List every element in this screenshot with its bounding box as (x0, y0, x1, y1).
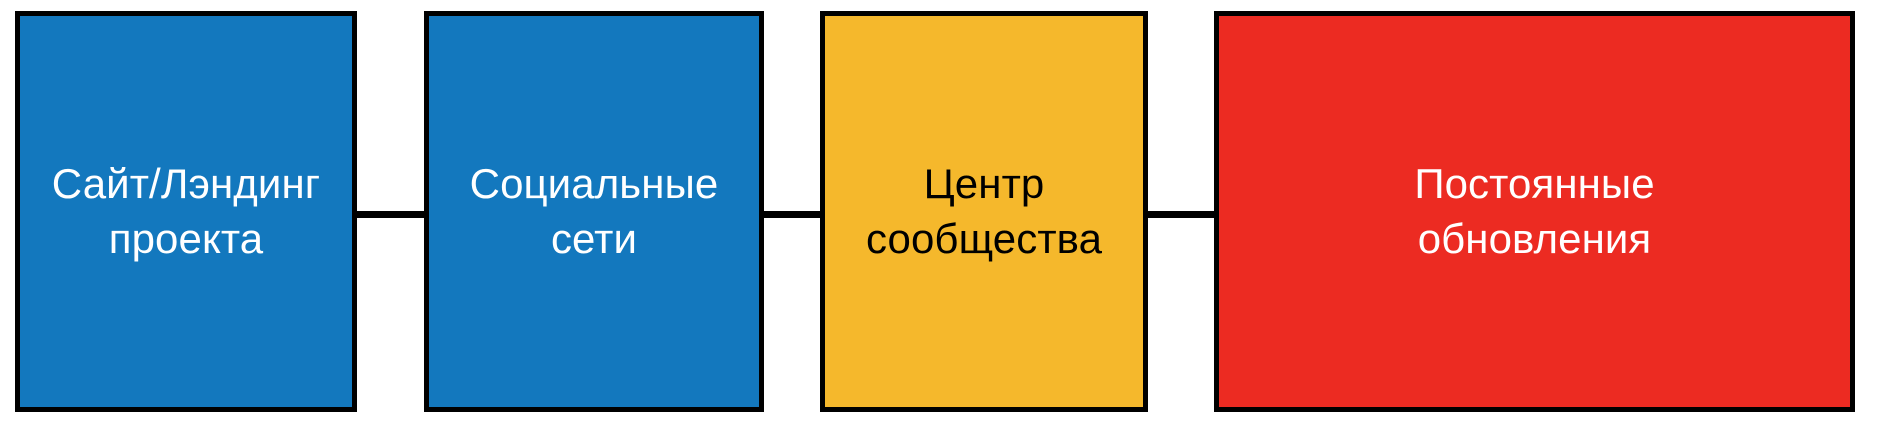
connector-node3-node4 (1147, 211, 1216, 218)
flow-node-label: Центр сообщества (865, 159, 1103, 262)
flow-node-site-landing[interactable]: Сайт/Лэндинг проекта (15, 11, 357, 412)
flow-node-label: Постоянные обновления (1414, 159, 1655, 262)
connector-node1-node2 (356, 211, 426, 218)
flow-node-constant-updates[interactable]: Постоянные обновления (1214, 11, 1855, 412)
connector-node2-node3 (763, 211, 822, 218)
flow-node-social-networks[interactable]: Социальные сети (424, 11, 764, 412)
flow-node-label: Сайт/Лэндинг проекта (51, 159, 321, 262)
flow-node-community-center[interactable]: Центр сообщества (820, 11, 1148, 412)
flow-node-label: Социальные сети (469, 159, 719, 262)
